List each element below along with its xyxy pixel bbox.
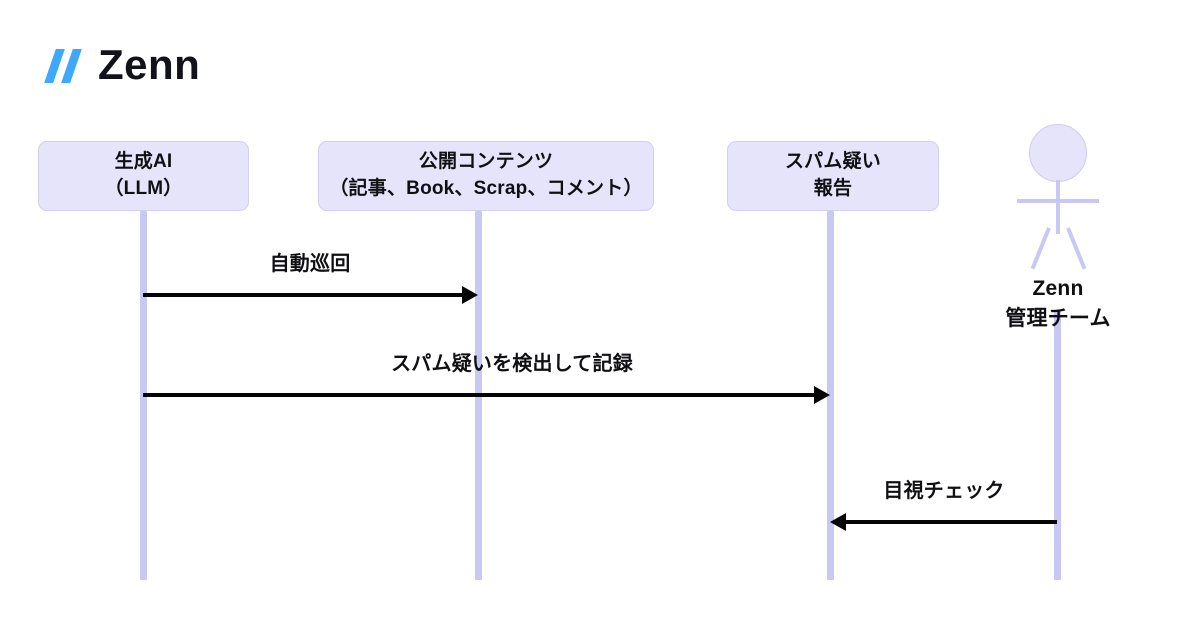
- participant-public-content[interactable]: 公開コンテンツ （記事、Book、Scrap、コメント）: [318, 141, 654, 211]
- message-detect-and-record-spam-label: スパム疑いを検出して記録: [391, 353, 633, 375]
- participant-zenn-admin-team-line2: 管理チーム: [1005, 306, 1111, 330]
- participant-spam-report-line2: 報告: [813, 178, 853, 199]
- message-visual-check-line: [844, 520, 1057, 524]
- participant-spam-report[interactable]: スパム疑い 報告: [727, 141, 939, 211]
- participant-generative-ai-line2: （LLM）: [104, 178, 183, 199]
- participant-generative-ai[interactable]: 生成AI （LLM）: [38, 141, 249, 211]
- participant-public-content-line2: （記事、Book、Scrap、コメント）: [329, 178, 643, 199]
- message-detect-and-record-spam-arrowhead: [814, 386, 830, 404]
- lifeline-zenn-admin-team: [1054, 310, 1061, 580]
- actor-body-icon: [1056, 180, 1060, 234]
- actor-leg-left-icon: [1030, 227, 1051, 270]
- participant-public-content-line1: 公開コンテンツ: [418, 151, 554, 173]
- participant-zenn-admin-team[interactable]: Zenn 管理チーム: [1005, 124, 1110, 334]
- lifeline-spam-report: [827, 211, 834, 580]
- participant-spam-report-line1: スパム疑い: [784, 151, 881, 173]
- message-visual-check-label: 目視チェック: [883, 480, 1005, 502]
- actor-head-icon: [1029, 124, 1087, 182]
- message-auto-patrol-arrowhead: [462, 286, 478, 304]
- actor-leg-right-icon: [1066, 227, 1087, 270]
- message-detect-and-record-spam-line: [143, 393, 816, 397]
- actor-arms-icon: [1017, 199, 1099, 203]
- message-auto-patrol-line: [143, 293, 464, 297]
- logo-slash-2: [61, 49, 82, 83]
- zenn-wordmark: Zenn: [98, 41, 201, 88]
- zenn-slash-logo-icon: [44, 43, 92, 87]
- message-auto-patrol-label: 自動巡回: [269, 253, 351, 275]
- participant-zenn-admin-team-label: Zenn 管理チーム: [1005, 274, 1110, 334]
- message-visual-check-arrowhead: [830, 513, 846, 531]
- zenn-logo: Zenn: [44, 40, 201, 90]
- participant-zenn-admin-team-line1: Zenn: [1032, 277, 1084, 300]
- participant-generative-ai-line1: 生成AI: [114, 151, 173, 173]
